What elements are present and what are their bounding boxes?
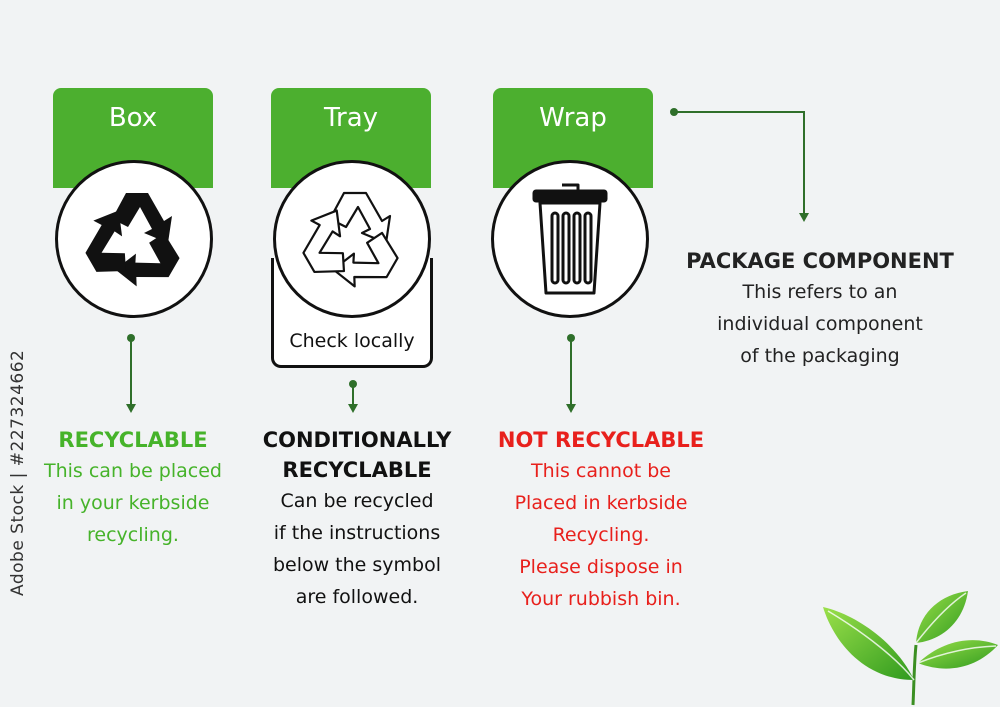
wrap-tab-label: Wrap [539,103,607,133]
recyclable-heading: RECYCLABLE [58,428,208,452]
not-recyclable-line: Placed in kerbside [514,492,688,514]
conditional-heading-line: CONDITIONALLY [262,428,452,452]
not-recyclable-line: This cannot be [531,460,671,482]
conditional-line: below the symbol [272,554,442,576]
package-component-line: This refers to an [742,281,898,303]
recycle-icon [85,193,180,287]
connector-line-wrap [570,338,572,406]
recyclable-line: recycling. [87,524,179,546]
package-component-heading: PACKAGE COMPONENT [686,249,954,273]
conditional-line: if the instructions [273,522,441,544]
check-locally-note: Check locally [289,330,415,352]
package-component-description: PACKAGE COMPONENT This refers to an indi… [670,246,970,372]
recyclable-line: This can be placed [43,460,222,482]
conditional-circle [273,160,431,318]
not-recyclable-description: NOT RECYCLABLE This cannot be Placed in … [486,425,716,615]
tray-tab-label: Tray [323,103,379,133]
trash-bin-icon [532,183,608,295]
leaves-icon [823,591,998,706]
recyclable-circle [55,160,213,318]
connector-line-tray [352,384,354,406]
not-recyclable-line: Your rubbish bin. [521,588,681,610]
not-recyclable-line: Please dispose in [519,556,683,578]
conditional-heading-line: RECYCLABLE [282,458,432,482]
recyclable-line: in your kerbside [56,492,210,514]
box-tab-label: Box [108,103,158,133]
arrow-down-icon [348,404,358,413]
conditional-line: are followed. [295,586,419,608]
not-recyclable-heading: NOT RECYCLABLE [497,428,705,452]
arrow-down-icon [799,213,809,222]
arrow-down-icon [126,404,136,413]
connector-vline-component [803,111,805,215]
not-recyclable-circle [491,160,649,318]
connector-hline-component [674,111,805,113]
arrow-down-icon [566,404,576,413]
recycle-outline-icon [302,191,399,288]
stock-id-text: Adobe Stock | #227324662 [8,349,28,596]
package-component-line: of the packaging [740,345,900,367]
connector-line-box [130,338,132,406]
package-component-line: individual component [717,313,923,335]
conditional-line: Can be recycled [280,490,434,512]
not-recyclable-line: Recycling. [552,524,650,546]
conditional-description: CONDITIONALLY RECYCLABLE Can be recycled… [247,425,467,613]
recyclable-description: RECYCLABLE This can be placed in your ke… [23,425,243,551]
